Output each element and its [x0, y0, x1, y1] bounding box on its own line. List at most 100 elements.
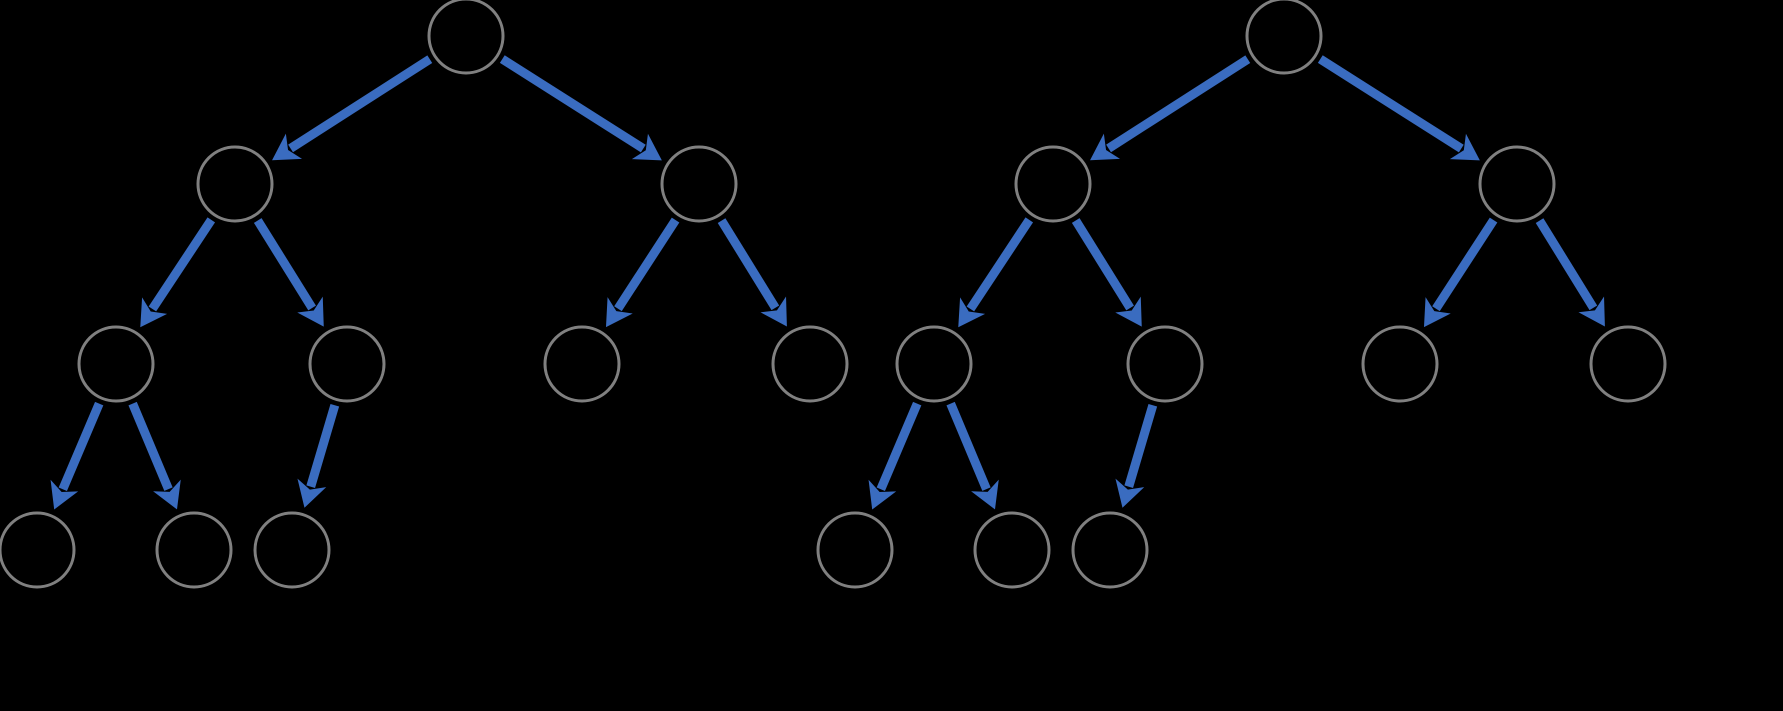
tree-node-level2-right-right[interactable]	[771, 325, 849, 403]
tree-edge-edge-root-to-level1-right	[1317, 55, 1480, 161]
tree-edge-edge-level2-to-leaf-1	[868, 401, 922, 510]
arrowhead-icon	[297, 296, 324, 327]
edge-shaft	[966, 217, 1034, 312]
node-circle[interactable]	[308, 325, 386, 403]
edge-shaft	[946, 401, 991, 491]
tree-edge-edge-level2-to-leaf-3	[1115, 403, 1158, 508]
tree-edge-edge-level1-left-to-leftchild	[958, 217, 1034, 328]
tree-node-root[interactable]	[1245, 0, 1323, 75]
tree-edge-edge-level2-to-leaf-1	[50, 401, 104, 510]
tree-node-level3-leaf-3[interactable]	[1071, 511, 1149, 589]
node-circle[interactable]	[77, 325, 155, 403]
tree-node-level2-right-left[interactable]	[543, 325, 621, 403]
node-circle[interactable]	[1478, 145, 1556, 223]
node-circle[interactable]	[1361, 325, 1439, 403]
edge-shaft	[148, 217, 216, 312]
tree-node-level3-leaf-1[interactable]	[816, 511, 894, 589]
tree-node-level2-left-left[interactable]	[77, 325, 155, 403]
tree-node-level3-leaf-3[interactable]	[253, 511, 331, 589]
tree-node-level3-leaf-2[interactable]	[973, 511, 1051, 589]
node-circle[interactable]	[816, 511, 894, 589]
arrowhead-icon	[1115, 296, 1142, 327]
tree-node-level1-left[interactable]	[1014, 145, 1092, 223]
tree-node-level3-leaf-2[interactable]	[155, 511, 233, 589]
node-circle[interactable]	[1071, 511, 1149, 589]
tree-edge-edge-level1-right-to-leftchild	[605, 217, 680, 328]
tree-edge-edge-level1-right-to-leftchild	[1423, 217, 1498, 328]
edge-shaft	[876, 401, 922, 492]
node-circle[interactable]	[543, 325, 621, 403]
node-circle[interactable]	[1014, 145, 1092, 223]
node-circle[interactable]	[660, 145, 738, 223]
tree-edge-edge-level1-right-to-rightchild	[1535, 218, 1605, 327]
arrowhead-icon	[297, 478, 327, 508]
node-circle[interactable]	[0, 511, 76, 589]
node-circle[interactable]	[1126, 325, 1204, 403]
edge-shaft	[1535, 218, 1598, 311]
arrowhead-icon	[868, 479, 897, 510]
node-circle[interactable]	[155, 511, 233, 589]
arrowhead-icon	[971, 479, 999, 510]
arrowhead-icon	[1449, 133, 1480, 161]
arrowhead-icon	[140, 297, 168, 328]
arrowhead-icon	[153, 479, 181, 510]
right-tree-nodes	[816, 0, 1667, 589]
arrowhead-icon	[605, 297, 633, 328]
left-tree-edges	[50, 55, 787, 510]
edge-shaft	[717, 218, 780, 311]
tree-edge-edge-level1-left-to-rightchild	[1071, 218, 1142, 327]
tree-node-level2-right-left[interactable]	[1361, 325, 1439, 403]
arrowhead-icon	[272, 133, 303, 161]
edge-shaft	[1317, 55, 1464, 153]
tree-edge-edge-root-to-level1-left	[1090, 55, 1251, 161]
tree-edge-edge-level1-right-to-rightchild	[717, 218, 787, 327]
edge-shaft	[1124, 403, 1158, 488]
node-circle[interactable]	[895, 325, 973, 403]
arrowhead-icon	[1578, 296, 1605, 327]
tree-edge-edge-level2-to-leaf-3	[297, 403, 340, 508]
tree-edge-edge-level1-left-to-rightchild	[253, 218, 324, 327]
edge-shaft	[499, 55, 646, 153]
tree-node-level2-left-right[interactable]	[308, 325, 386, 403]
arrowhead-icon	[1115, 478, 1145, 508]
edge-shaft	[306, 403, 340, 488]
tree-edge-edge-root-to-level1-left	[272, 55, 433, 161]
tree-node-level2-left-right[interactable]	[1126, 325, 1204, 403]
node-circle[interactable]	[196, 145, 274, 223]
arrowhead-icon	[958, 297, 986, 328]
edge-shaft	[1106, 55, 1251, 153]
right-tree-edges	[868, 55, 1605, 510]
node-circle[interactable]	[427, 0, 505, 75]
edge-shaft	[1432, 217, 1498, 312]
edge-shaft	[614, 217, 680, 312]
edge-shaft	[1071, 218, 1134, 311]
node-circle[interactable]	[1245, 0, 1323, 75]
tree-node-level1-right[interactable]	[1478, 145, 1556, 223]
tree-node-level3-leaf-1[interactable]	[0, 511, 76, 589]
left-tree-nodes	[0, 0, 849, 589]
tree-edge-edge-level1-left-to-leftchild	[140, 217, 216, 328]
node-circle[interactable]	[973, 511, 1051, 589]
edge-shaft	[128, 401, 173, 491]
arrowhead-icon	[631, 133, 662, 161]
node-circle[interactable]	[253, 511, 331, 589]
arrowhead-icon	[1423, 297, 1451, 328]
edge-shaft	[58, 401, 104, 492]
tree-node-level2-right-right[interactable]	[1589, 325, 1667, 403]
node-circle[interactable]	[771, 325, 849, 403]
tree-node-level2-left-left[interactable]	[895, 325, 973, 403]
node-circle[interactable]	[1589, 325, 1667, 403]
tree-node-root[interactable]	[427, 0, 505, 75]
arrowhead-icon	[1090, 133, 1121, 161]
arrowhead-icon	[760, 296, 787, 327]
tree-node-level1-left[interactable]	[196, 145, 274, 223]
tree-edge-edge-level2-to-leaf-2	[946, 401, 999, 510]
tree-node-level1-right[interactable]	[660, 145, 738, 223]
tree-edge-edge-root-to-level1-right	[499, 55, 662, 161]
edges-layer	[50, 55, 1605, 510]
tree-edge-edge-level2-to-leaf-2	[128, 401, 181, 510]
arrowhead-icon	[50, 479, 79, 510]
nodes-layer	[0, 0, 1667, 589]
